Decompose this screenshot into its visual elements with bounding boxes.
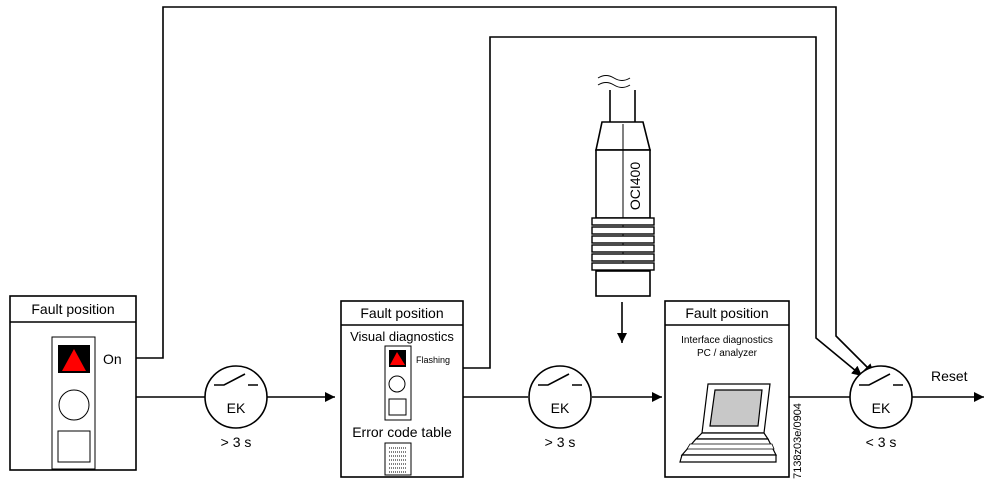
connector-lines	[136, 6, 984, 402]
ek-switch-3: EK < 3 s	[849, 365, 913, 450]
switch3-label: EK	[872, 400, 891, 416]
error-code-table-icon	[384, 442, 412, 476]
small-lamp-circle-icon	[388, 375, 406, 393]
switch1-label: EK	[227, 400, 246, 416]
box2-title: Fault position	[360, 305, 443, 321]
switch1-time: > 3 s	[221, 434, 252, 450]
connector-ribs	[591, 217, 655, 271]
oci400-label: OCI400	[627, 162, 643, 210]
small-lamp-square-icon	[388, 398, 407, 416]
box1-title: Fault position	[31, 301, 114, 317]
ek-switch-1: EK > 3 s	[204, 365, 268, 450]
laptop-icon	[679, 383, 777, 463]
fault-indicator-triangle-icon	[58, 345, 90, 373]
fault-position-box-1: Fault position On	[9, 295, 137, 471]
document-code: 7138z03e/0904	[792, 403, 804, 479]
switch2-label: EK	[551, 400, 570, 416]
box2-subtitle: Visual diagnostics	[350, 329, 454, 344]
reset-label: Reset	[931, 368, 968, 384]
box3-title: Fault position	[685, 305, 768, 321]
switch2-time: > 3 s	[545, 434, 576, 450]
lamp-circle-icon	[58, 389, 90, 421]
fault-position-box-2: Fault position Visual diagnostics Flashi…	[340, 300, 464, 478]
switch3-time: < 3 s	[866, 434, 897, 450]
bypass-line-inner	[463, 36, 863, 377]
box2-status: Flashing	[416, 355, 450, 365]
flashing-indicator-triangle-icon	[389, 350, 406, 367]
oci400-connector-icon: OCI400	[591, 75, 655, 297]
box2-table-label: Error code table	[352, 424, 452, 440]
box3-line1: Interface diagnostics	[681, 335, 773, 346]
bypass-line-outer	[136, 6, 875, 375]
fault-position-box-3: Fault position Interface diagnostics PC …	[664, 300, 790, 478]
lamp-square-icon	[57, 430, 91, 463]
box3-line2: PC / analyzer	[697, 348, 758, 359]
ek-switch-2: EK > 3 s	[528, 365, 592, 450]
box1-status: On	[103, 351, 122, 367]
